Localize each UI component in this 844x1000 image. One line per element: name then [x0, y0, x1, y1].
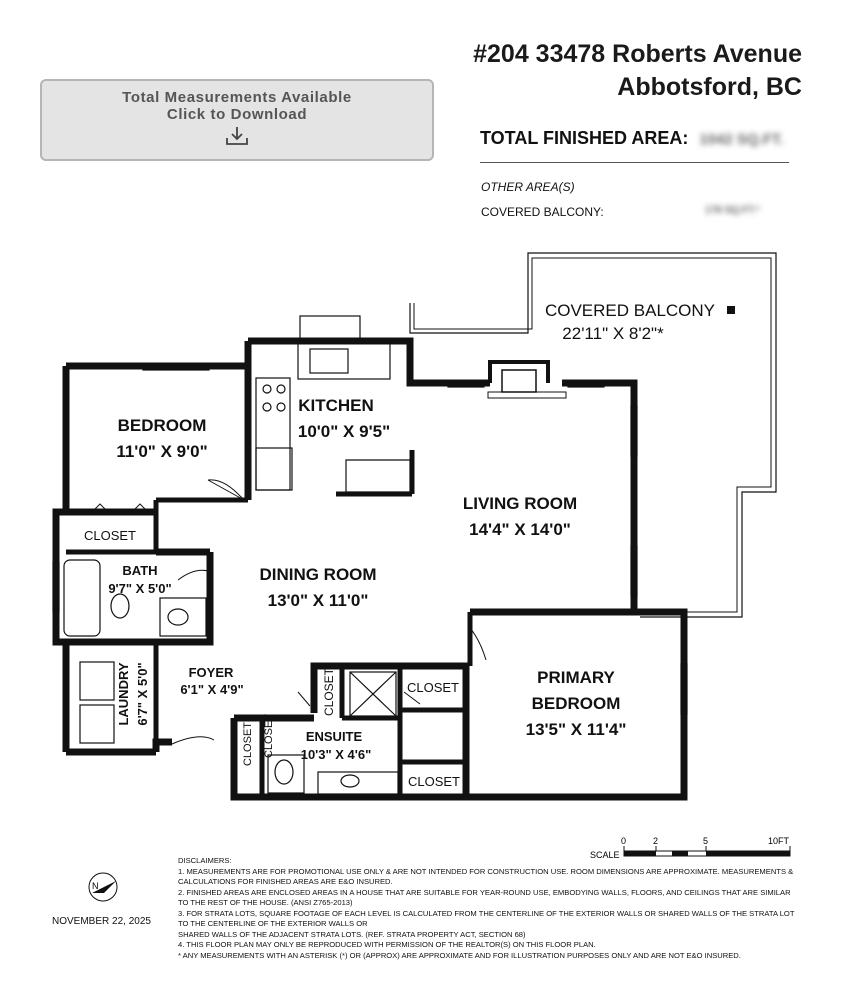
- closet-1-label: CLOSET: [84, 528, 136, 543]
- foyer-dims: 6'1" X 4'9": [180, 682, 243, 697]
- other-areas-label: OTHER AREA(S): [481, 180, 575, 194]
- kitchen-name: KITCHEN: [298, 396, 374, 415]
- living-name: LIVING ROOM: [463, 494, 577, 513]
- scale-tick-5: 5: [703, 836, 708, 846]
- kitchen-dims: 10'0" X 9'5": [298, 422, 390, 441]
- interior-walls: [66, 497, 473, 797]
- balcony-area-value: 178 SQ.FT.*: [705, 205, 760, 216]
- scale-tick-2: 2: [653, 836, 658, 846]
- disclaimer-5: 4. THIS FLOOR PLAN MAY ONLY BE REPRODUCE…: [178, 940, 596, 949]
- closet-6-label: CLOSET: [408, 774, 460, 789]
- divider: [480, 162, 789, 163]
- kitchen-cabinets: [255, 315, 415, 497]
- fireplace: [487, 360, 567, 399]
- bath-name: BATH: [122, 563, 157, 578]
- north-arrow-icon: N: [88, 872, 118, 902]
- download-measurements-button[interactable]: Total Measurements Available Click to Do…: [40, 79, 434, 161]
- scale-bar: SCALE 0 2 5 10FT: [590, 836, 791, 860]
- disclaimer-2: 2. FINISHED AREAS ARE ENCLOSED AREAS IN …: [178, 887, 791, 908]
- closet-5-label: CLOSET: [263, 714, 275, 758]
- total-area-label: TOTAL FINISHED AREA: 1042 SQ.FT.: [480, 128, 784, 149]
- balcony-name: COVERED BALCONY: [545, 301, 715, 320]
- closet-4-label: CLOSET: [242, 722, 254, 766]
- windows: [52, 363, 688, 715]
- laundry-name: LAUNDRY: [116, 662, 131, 725]
- download-line-2: Click to Download: [166, 106, 308, 123]
- bath-fixtures: [63, 559, 399, 795]
- disclaimer-0: DISCLAIMERS:: [178, 856, 232, 865]
- ensuite-name: ENSUITE: [306, 729, 363, 744]
- total-area-title: TOTAL FINISHED AREA:: [480, 128, 689, 148]
- closet-3-label: CLOSET: [407, 680, 459, 695]
- bedroom-dims: 11'0" X 9'0": [116, 442, 207, 461]
- balcony-inner: [413, 257, 772, 613]
- laundry-dims: 6'7" X 5'0": [135, 662, 150, 725]
- download-icon: [226, 127, 248, 145]
- scale-tick-10: 10FT: [768, 836, 790, 846]
- exterior-walls: [52, 337, 688, 801]
- disclaimer-3: 3. FOR STRATA LOTS, SQUARE FOOTAGE OF EA…: [178, 908, 795, 929]
- disclaimers: DISCLAIMERS: 1. MEASUREMENTS ARE FOR PRO…: [178, 856, 798, 961]
- bath-dims: 9'7" X 5'0": [108, 581, 171, 596]
- plan-date: NOVEMBER 22, 2025: [52, 916, 151, 927]
- total-area-value: 1042 SQ.FT.: [699, 131, 784, 148]
- bedroom-name: BEDROOM: [118, 416, 207, 435]
- living-dims: 14'4" X 14'0": [469, 520, 571, 539]
- foyer-name: FOYER: [189, 665, 234, 680]
- address-line-1: #204 33478 Roberts Avenue: [473, 40, 802, 68]
- scale-label: SCALE: [590, 850, 620, 860]
- primary-name-2: BEDROOM: [532, 694, 621, 713]
- marker-square: [727, 306, 735, 314]
- disclaimer-6: * ANY MEASUREMENTS WITH AN ASTERISK (*) …: [178, 950, 741, 960]
- balcony-area-label: COVERED BALCONY:: [481, 205, 604, 219]
- scale-tick-0: 0: [621, 836, 626, 846]
- download-line-1: Total Measurements Available: [122, 89, 352, 106]
- balcony-dims: 22'11" X 8'2"*: [562, 324, 664, 343]
- north-label: N: [92, 881, 99, 891]
- closet-2-label: CLOSET: [322, 667, 336, 716]
- ensuite-dims: 10'3" X 4'6": [301, 747, 372, 762]
- dining-name: DINING ROOM: [259, 565, 376, 584]
- address-line-2: Abbotsford, BC: [617, 73, 802, 101]
- primary-dims: 13'5" X 11'4": [526, 720, 627, 739]
- dining-dims: 13'0" X 11'0": [268, 591, 369, 610]
- balcony-outline: [409, 252, 777, 618]
- primary-name-1: PRIMARY: [537, 668, 615, 687]
- disclaimer-4: SHARED WALLS OF THE ADJACENT STRATA LOTS…: [178, 929, 526, 939]
- disclaimer-1: 1. MEASUREMENTS ARE FOR PROMOTIONAL USE …: [178, 866, 794, 887]
- doors: [89, 479, 487, 745]
